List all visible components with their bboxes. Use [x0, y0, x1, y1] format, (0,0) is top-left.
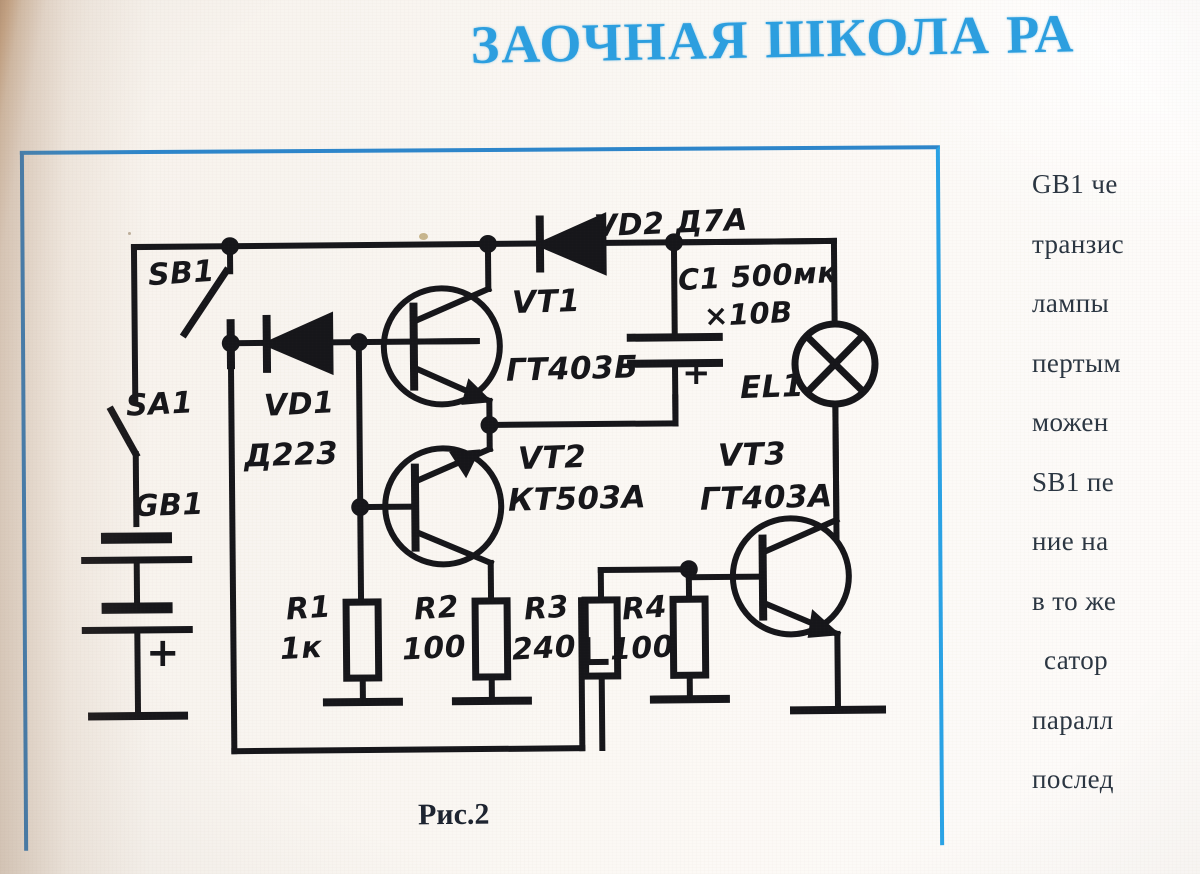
label-c1-voltage: ×10В: [703, 294, 794, 334]
label-gb1: GB1: [133, 486, 205, 525]
article-line: SB1 пе: [1032, 466, 1115, 497]
article-line: паралл: [1032, 704, 1114, 735]
label-vd1: VD1: [263, 385, 336, 424]
article-line: лампы: [1032, 288, 1110, 318]
label-vt3-value: ГТ403А: [699, 478, 834, 518]
label-vd1-value: Д223: [243, 435, 339, 475]
article-line: можен: [1032, 407, 1109, 437]
article-line: в то же: [1032, 585, 1117, 616]
paper-speck: [128, 232, 131, 235]
label-r3: R3: [522, 589, 571, 628]
label-r1-value: 1к: [279, 629, 324, 668]
label-vt2: VT2: [517, 438, 587, 478]
label-r4-value: 100: [609, 629, 675, 668]
article-line: транзис: [1032, 228, 1124, 259]
label-c1: C1 500мк: [677, 254, 839, 298]
figure-caption: Рис.2: [417, 797, 490, 832]
label-gb1-polarity: +: [146, 630, 181, 676]
label-vt1-value: ГТ403Б: [505, 349, 639, 389]
label-vt3: VT3: [717, 435, 787, 475]
article-line: послед: [1032, 764, 1114, 794]
page-header-title: ЗАОЧНАЯ ШКОЛА РА: [470, 3, 1076, 75]
label-sb1: SB1: [146, 253, 216, 294]
label-r1: R1: [284, 589, 333, 628]
label-r3-value: 240: [511, 629, 577, 668]
label-vt1: VT1: [511, 282, 581, 322]
label-r2: R2: [412, 589, 461, 628]
label-vt2-value: КТ503А: [507, 479, 647, 519]
label-vd2: VD2 Д7А: [593, 202, 749, 245]
article-line: пертым: [1032, 347, 1122, 378]
paper-speck: [419, 233, 428, 240]
label-r2-value: 100: [401, 629, 467, 668]
label-c1-polarity: +: [682, 353, 711, 393]
article-line: GB1 че: [1032, 169, 1118, 199]
article-line: ние на: [1032, 526, 1109, 556]
label-sa1: SA1: [125, 385, 195, 424]
label-el1: EL1: [739, 367, 805, 407]
article-line: сатор: [1044, 645, 1109, 675]
label-r4: R4: [620, 589, 669, 628]
article-text-column: GB1 че транзис лампы пертым можен SB1 пе…: [1032, 158, 1200, 874]
